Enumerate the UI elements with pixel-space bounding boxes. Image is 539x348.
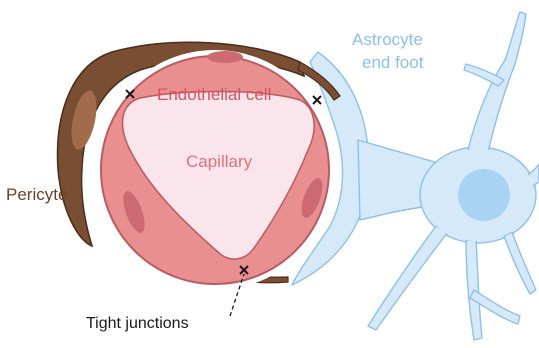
astrocyte-label-line1: Astrocyte [352,30,423,49]
tight-junctions-label: Tight junctions [86,315,189,332]
capillary-label: Capillary [186,152,253,171]
endothelial-cell-label: Endothelial cell [157,85,271,104]
endothelial-nucleus-top [207,51,243,63]
astrocyte-process-lower-left [368,226,448,330]
pericyte-label: Pericyte [6,185,67,204]
astrocyte-label-line2: end foot [362,53,424,72]
astrocyte-process-lower-right [504,232,536,294]
astrocyte-nucleus [458,169,510,221]
tight-junction-upper-right [313,96,321,104]
